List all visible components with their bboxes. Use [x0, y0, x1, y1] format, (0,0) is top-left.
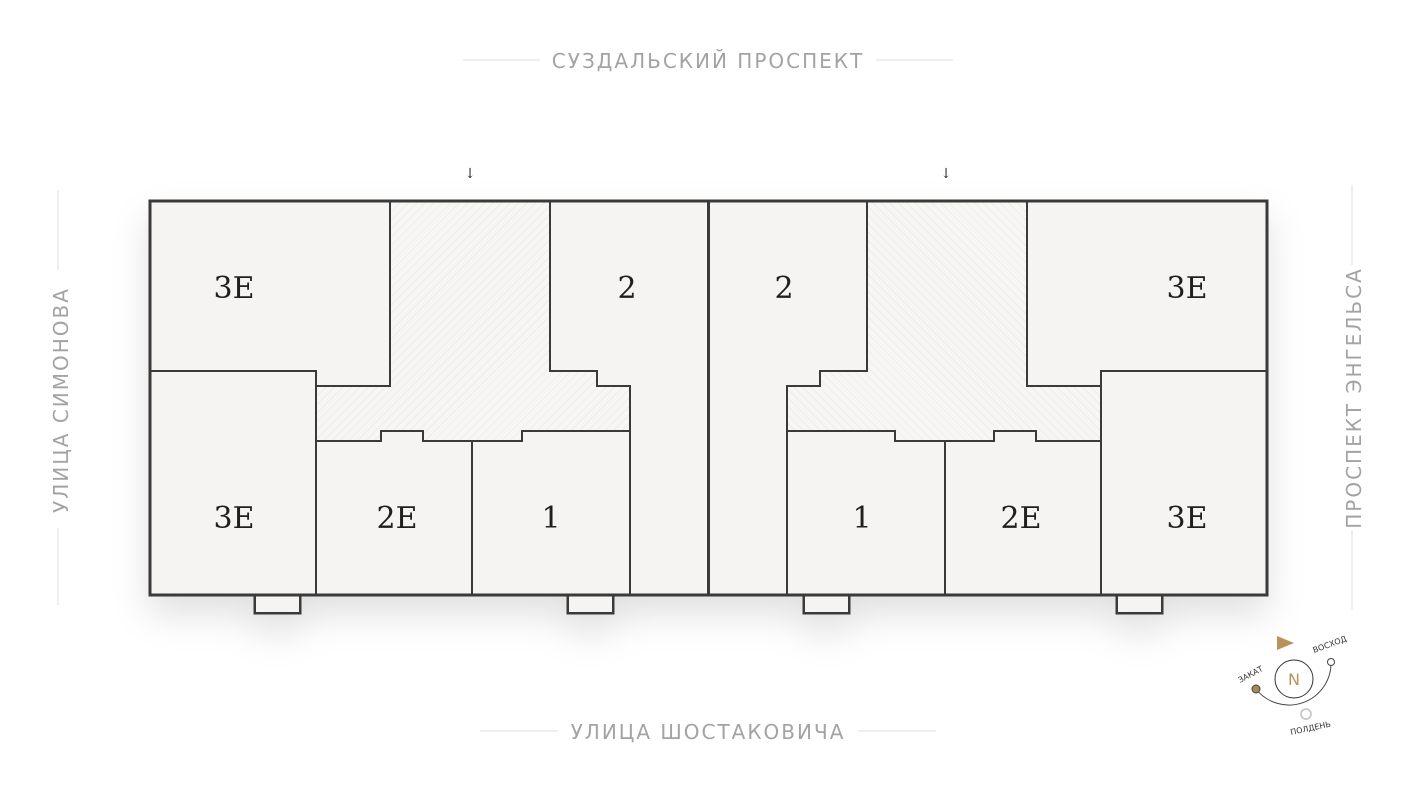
street-label-left: УЛИЦА СИМОНОВА [49, 287, 73, 513]
unit-label: 1 [852, 501, 871, 536]
apartment-2[interactable] [708, 200, 868, 596]
sunset-label: ЗАКАТ [1237, 664, 1265, 685]
unit-label: 1 [541, 501, 560, 536]
north-arrow-icon [1277, 636, 1294, 650]
compass-ring [1274, 659, 1314, 699]
sun-path [1255, 661, 1332, 706]
unit-label: 3Е [1167, 501, 1208, 536]
noon-label: ПОЛДЕНЬ [1290, 720, 1332, 737]
unit-label: 2Е [1001, 501, 1042, 536]
apartment-3e[interactable] [149, 370, 317, 614]
compass: N ЗАКАТ ВОСХОД ПОЛДЕНЬ [1237, 634, 1348, 737]
unit-label: 3Е [1167, 271, 1208, 306]
unit-label: 2Е [377, 501, 418, 536]
outer-wall [148, 199, 1269, 597]
unit-label: 3Е [214, 271, 255, 306]
street-label-bottom: УЛИЦА ШОСТАКОВИЧА [571, 720, 846, 744]
apartment-3e[interactable] [149, 200, 391, 387]
sunset-dot [1251, 684, 1261, 694]
unit-label: 2 [617, 271, 636, 306]
north-label: N [1288, 670, 1300, 689]
noon-dot [1300, 708, 1312, 720]
apartment-3e[interactable] [1100, 370, 1268, 614]
unit-label: 3Е [214, 501, 255, 536]
street-label-top: СУЗДАЛЬСКИЙ ПРОСПЕКТ [552, 49, 864, 73]
entrance-arrow-icon: ↓ [464, 166, 476, 182]
sunrise-dot [1327, 658, 1335, 666]
apartment-3e[interactable] [1026, 200, 1268, 387]
unit-label: 2 [774, 271, 793, 306]
entrance-arrow-icon: ↓ [940, 166, 952, 182]
street-label-right: ПРОСПЕКТ ЭНГЕЛЬСА [1342, 267, 1366, 529]
sunrise-label: ВОСХОД [1312, 634, 1348, 655]
